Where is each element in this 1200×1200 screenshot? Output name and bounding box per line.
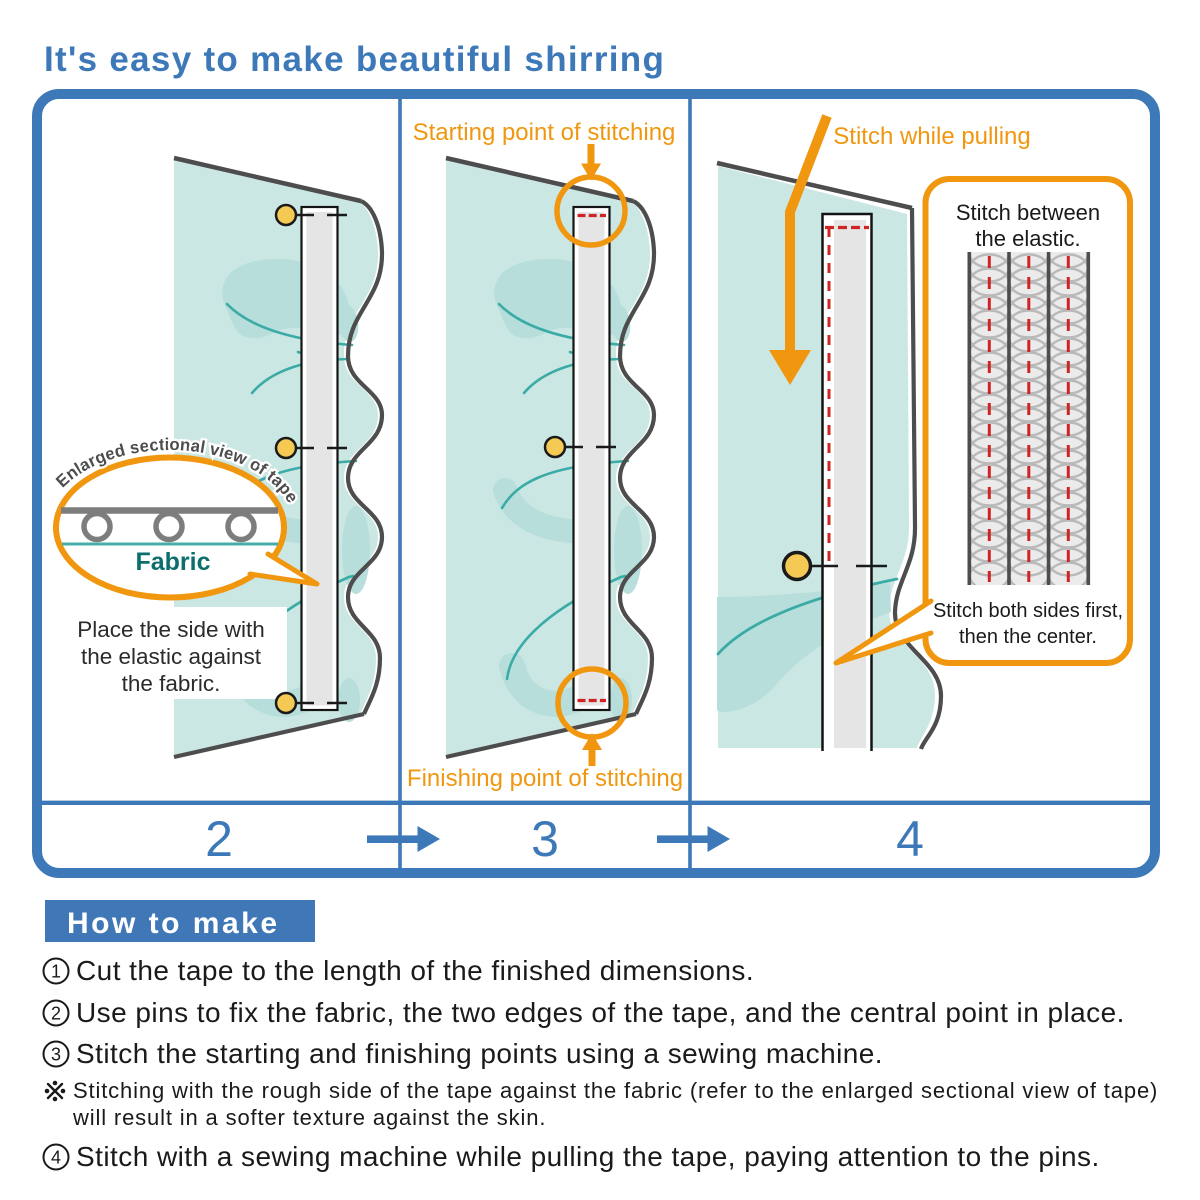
svg-text:the fabric.: the fabric. — [122, 671, 221, 696]
svg-text:Starting point of stitching: Starting point of stitching — [413, 119, 676, 146]
svg-text:then the center.: then the center. — [959, 626, 1097, 648]
svg-text:Use pins to fix the fabric, th: Use pins to fix the fabric, the two edge… — [76, 997, 1125, 1028]
svg-text:3: 3 — [51, 1045, 61, 1065]
svg-text:Stitching with the rough side: Stitching with the rough side of the tap… — [73, 1078, 1158, 1103]
svg-text:1: 1 — [51, 962, 61, 982]
svg-text:Stitch while pulling: Stitch while pulling — [833, 123, 1030, 150]
svg-text:Place the side with: Place the side with — [77, 617, 265, 642]
svg-text:It's easy to make beautiful sh: It's easy to make beautiful shirring — [44, 40, 665, 79]
svg-text:Fabric: Fabric — [135, 548, 210, 576]
svg-text:2: 2 — [51, 1004, 61, 1024]
svg-text:4: 4 — [896, 811, 924, 867]
svg-text:Stitch both sides first,: Stitch both sides first, — [933, 600, 1123, 622]
svg-text:2: 2 — [205, 811, 233, 867]
svg-text:the elastic against: the elastic against — [81, 644, 262, 669]
svg-text:4: 4 — [51, 1148, 61, 1168]
svg-text:Stitch with a sewing machine w: Stitch with a sewing machine while pulli… — [76, 1141, 1100, 1172]
svg-text:Cut the tape to the length of: Cut the tape to the length of the finish… — [76, 955, 754, 986]
svg-text:Finishing point of stitching: Finishing point of stitching — [407, 765, 683, 792]
svg-text:will result in a softer textur: will result in a softer texture against … — [72, 1105, 546, 1130]
svg-text:Stitch between: Stitch between — [956, 200, 1100, 225]
svg-text:How to make: How to make — [67, 907, 280, 940]
svg-text:Stitch the starting and finish: Stitch the starting and finishing points… — [76, 1038, 883, 1069]
svg-text:3: 3 — [531, 811, 559, 867]
svg-text:the elastic.: the elastic. — [975, 226, 1080, 251]
